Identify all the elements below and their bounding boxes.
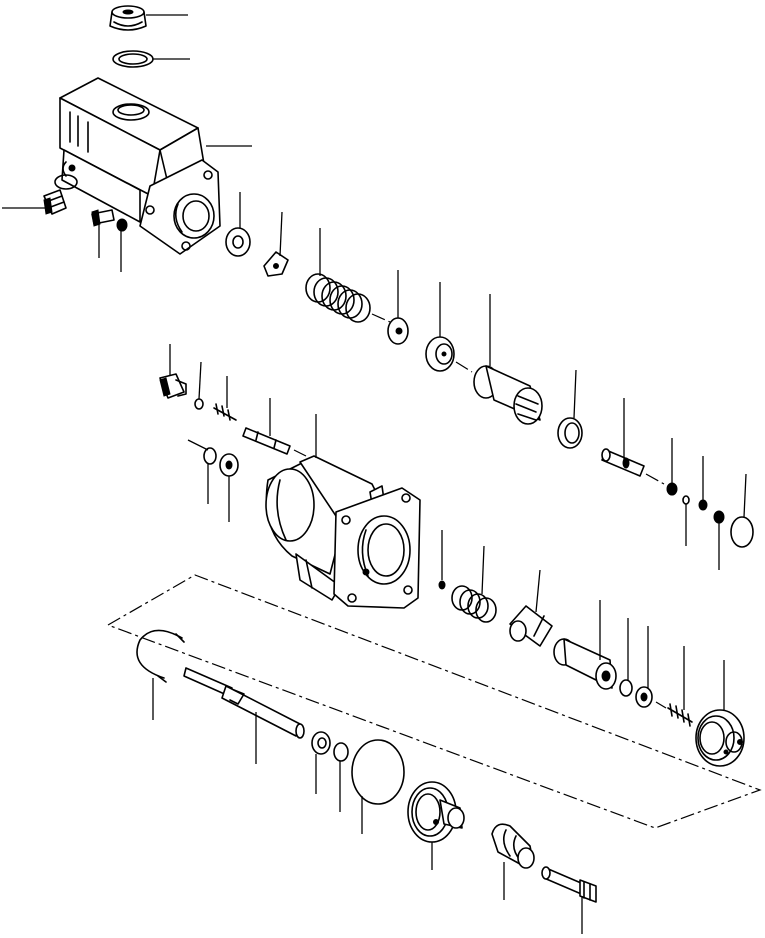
push-rod-pin [601, 448, 645, 477]
axis-line-upper-2 [455, 361, 473, 373]
primary-piston [473, 365, 543, 425]
clevis-pin [541, 866, 597, 903]
large-o-ring [351, 739, 405, 805]
callout-line-21 [198, 361, 202, 400]
lock-washer [116, 218, 128, 232]
callout-line-8 [279, 211, 283, 257]
axis-line-lower [655, 701, 667, 709]
bleed-ball [194, 398, 204, 410]
lock-nut [713, 510, 725, 524]
piston-backup-ring [635, 686, 653, 708]
jam-nut [698, 499, 708, 511]
spring-seat [387, 317, 409, 345]
small-washer [682, 495, 690, 505]
check-ball [438, 580, 446, 590]
axis-line-upper [371, 313, 391, 323]
primary-return-spring [305, 273, 371, 323]
mounting-bolt [91, 209, 115, 227]
rod-bushing [311, 731, 331, 755]
end-seal-ring [730, 516, 754, 548]
assembly-group-boundary [107, 574, 762, 829]
valve-seal [219, 453, 239, 477]
rod-seal [333, 742, 349, 762]
booster-housing [265, 455, 421, 609]
port-fitting-seal [54, 174, 78, 190]
diaphragm-return-spring [667, 703, 693, 727]
retainer-clip [263, 251, 289, 277]
dust-boot [491, 823, 535, 869]
piston-cup [425, 336, 455, 372]
power-piston [553, 638, 617, 690]
reservoir-cap [109, 5, 147, 31]
front-cover [407, 781, 465, 843]
callout-line-29 [535, 569, 541, 613]
flat-washer [225, 227, 251, 257]
valve-sleeve [509, 605, 553, 647]
callout-line-19 [743, 473, 747, 518]
retaining-snap-ring [136, 629, 185, 683]
axis-line-upper-3 [645, 473, 665, 485]
valve-plunger [242, 427, 291, 455]
valve-o-ring [203, 447, 217, 465]
bleed-screw [159, 373, 187, 399]
axis-line-mid [293, 449, 307, 457]
booster-end-cover [695, 709, 745, 767]
callout-line-28 [481, 545, 485, 595]
callout-line-13 [573, 369, 577, 419]
small-nut [666, 482, 678, 496]
master-cylinder-body [59, 77, 221, 255]
piston-snap-ring [557, 417, 583, 449]
callout-line-24b [187, 439, 209, 451]
check-valve-spring [213, 403, 237, 421]
reservoir-seal-ring [112, 50, 154, 68]
push-rod [183, 667, 305, 739]
booster-spring [451, 585, 497, 623]
piston-o-ring [619, 679, 633, 697]
bleeder-fitting [43, 189, 67, 215]
